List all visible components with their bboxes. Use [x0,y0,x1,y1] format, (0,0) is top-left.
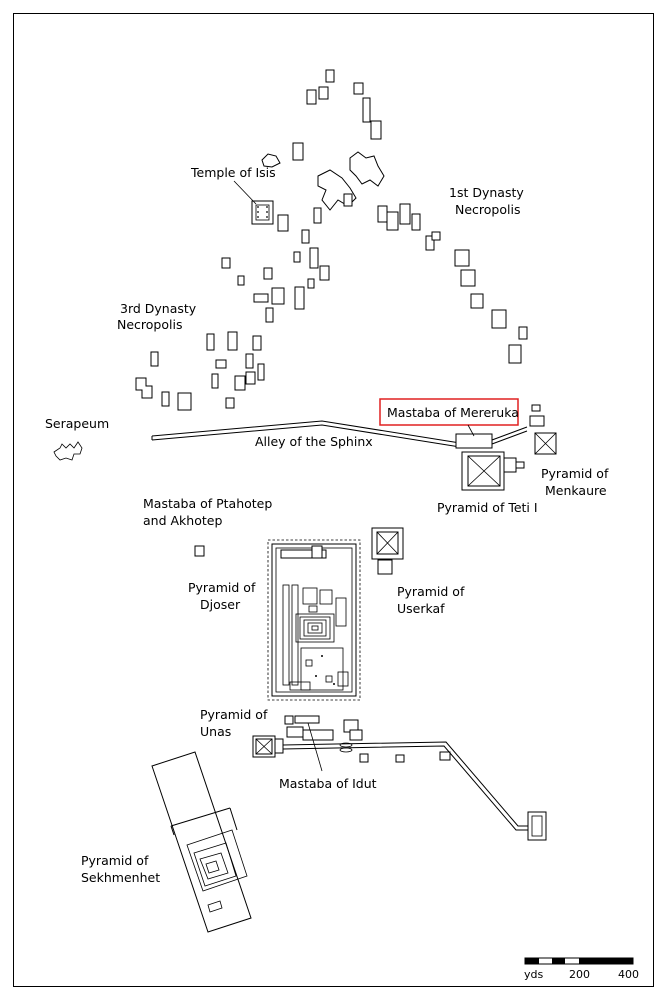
label-3rd-dynasty-line2: Necropolis [117,317,182,332]
scale-tick-400: 400 [618,968,639,981]
pyramid-of-teti [461,451,525,491]
label-1st-dynasty-line2: Necropolis [455,202,520,217]
label-djoser-line2: Djoser [200,597,241,612]
label-alley-of-the-sphinx: Alley of the Sphinx [255,434,373,449]
unas-causeway [282,741,547,841]
pyramid-of-menkaure [529,404,557,455]
scale-bar: yds 200 400 [524,957,639,981]
label-ptahotep-line1: Mastaba of Ptahotep [143,496,272,511]
north-necropolis-tombs [135,69,528,411]
alley-of-the-sphinx [151,420,461,448]
label-ptahotep-line2: and Akhotep [143,513,222,528]
label-3rd-dynasty-line1: 3rd Dynasty [120,301,197,316]
temple-of-isis [251,200,274,225]
isis-leader-line [233,180,257,205]
idut-leader-line [307,722,323,772]
mereruka-highlight-box [379,398,519,426]
mastaba-of-mereruka [455,426,528,449]
label-temple-of-isis: Temple of Isis [190,165,276,180]
serapeum-outline [53,441,83,461]
label-sekhmenhet-line2: Sekhmenhet [81,870,160,885]
label-sekhmenhet-line1: Pyramid of [81,853,149,868]
pyramid-of-userkaf [371,527,404,575]
label-djoser-line1: Pyramid of [188,580,256,595]
map-frame [13,13,654,987]
label-mastaba-of-idut: Mastaba of Idut [279,776,377,791]
label-userkaf-line2: Userkaf [397,601,445,616]
pyramid-of-unas [252,715,451,763]
scale-unit: yds [524,968,543,981]
label-userkaf-line1: Pyramid of [397,584,465,599]
label-unas-line2: Unas [200,724,231,739]
label-unas-line1: Pyramid of [200,707,268,722]
djoser-complex [267,539,361,701]
label-1st-dynasty-line1: 1st Dynasty [449,185,524,200]
label-menkaure-line2: Menkaure [545,483,607,498]
label-menkaure-line1: Pyramid of [541,466,609,481]
pyramid-of-sekhmenhet [151,751,252,933]
label-pyramid-of-teti: Pyramid of Teti I [437,500,538,515]
label-mastaba-of-mereruka: Mastaba of Mereruka [387,405,519,420]
mastaba-of-ptahotep [194,545,205,557]
label-serapeum: Serapeum [45,416,109,431]
mereruka-leader-line [467,424,475,437]
scale-tick-200: 200 [569,968,590,981]
